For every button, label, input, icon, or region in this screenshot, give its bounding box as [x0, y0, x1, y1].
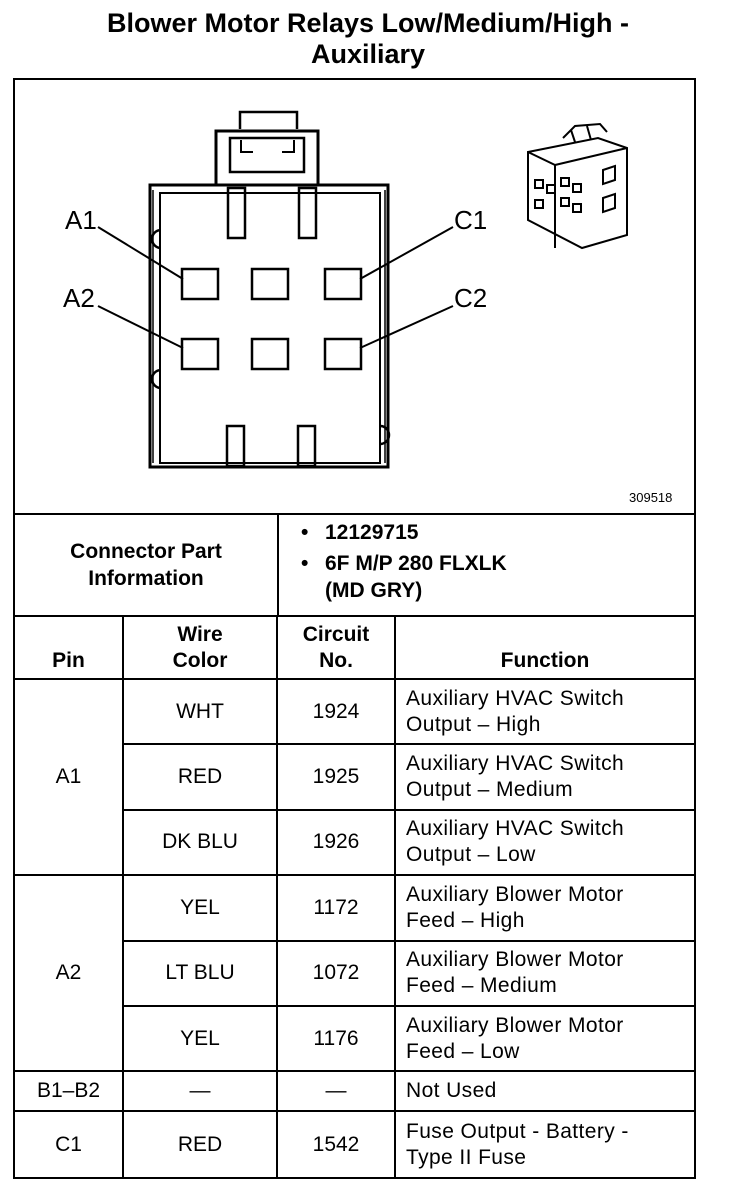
circuit-cell: 1925 [276, 743, 396, 811]
wire-color-cell: RED [122, 1109, 278, 1179]
function-cell: Not Used [394, 1070, 694, 1112]
wire-color-cell: YEL [123, 1004, 278, 1073]
connector-part-label: Connector Part Information [15, 515, 279, 615]
callout-a2: A2 [63, 283, 95, 313]
connector-label-line-1: Connector Part [70, 540, 222, 563]
pin-cell: B1–B2 [15, 1070, 124, 1112]
wire-color-cell: — [122, 1070, 278, 1112]
connector-drawing: A1 A2 C1 C2 309518 [63, 110, 672, 505]
wire-color-cell: YEL [122, 874, 278, 942]
title-line-2: Auxiliary [310, 39, 426, 69]
figure-id: 309518 [629, 490, 672, 505]
circuit-cell: — [276, 1070, 396, 1112]
connector-figure: A1 A2 C1 C2 309518 [15, 80, 694, 515]
pin-cell: A1 [15, 677, 124, 877]
cavity-b2 [250, 337, 290, 371]
connector-body [148, 183, 390, 469]
table-row: B1–B2 — — Not Used [15, 1070, 694, 1112]
pin-cell: C1 [15, 1109, 124, 1179]
part-number: 12129715 [297, 519, 507, 546]
header-function: Function [394, 617, 694, 680]
circuit-cell: 1924 [276, 677, 396, 746]
page-title: Blower Motor Relays Low/Medium/High - Au… [0, 8, 736, 70]
callout-c2: C2 [454, 283, 487, 313]
callout-a1: A1 [65, 205, 97, 235]
wire-color-cell: LT BLU [123, 939, 278, 1007]
wire-color-cell: DK BLU [123, 808, 278, 877]
wire-color-cell: WHT [122, 677, 278, 746]
header-pin: Pin [15, 617, 124, 680]
cavity-c1 [323, 267, 363, 301]
cavity-a1 [180, 267, 220, 301]
leader-a1 [97, 226, 184, 280]
circuit-cell: 1176 [276, 1004, 396, 1073]
table-row: C1 RED 1542 Fuse Output - Battery -Type … [15, 1109, 694, 1179]
connector-part-list: 12129715 6F M/P 280 FLXLK(MD GRY) [297, 519, 507, 608]
leader-c1 [359, 226, 454, 280]
function-cell: Fuse Output - Battery -Type II Fuse [394, 1109, 694, 1179]
connector-latch [214, 129, 320, 185]
connector-sheet: A1 A2 C1 C2 309518 Connector Part Inform… [13, 78, 696, 1179]
callout-c1: C1 [454, 205, 487, 235]
title-line-1: Blower Motor Relays Low/Medium/High - [106, 8, 630, 38]
cavity-a2 [180, 337, 220, 371]
cavity-b1 [250, 267, 290, 301]
connector-label-line-2: Information [88, 567, 204, 590]
circuit-cell: 1072 [276, 939, 396, 1007]
circuit-cell: 1172 [276, 874, 396, 942]
cavity-c2 [323, 337, 363, 371]
circuit-cell: 1542 [276, 1109, 396, 1179]
circuit-cell: 1926 [276, 808, 396, 877]
wire-color-cell: RED [123, 743, 278, 811]
leader-c2 [359, 305, 454, 349]
pin-cell: A2 [15, 874, 124, 1073]
part-description: 6F M/P 280 FLXLK(MD GRY) [297, 550, 507, 604]
connector-thumbnail [527, 122, 628, 250]
connector-part-info: Connector Part Information 12129715 6F M… [15, 515, 694, 617]
leader-a2 [97, 305, 184, 349]
